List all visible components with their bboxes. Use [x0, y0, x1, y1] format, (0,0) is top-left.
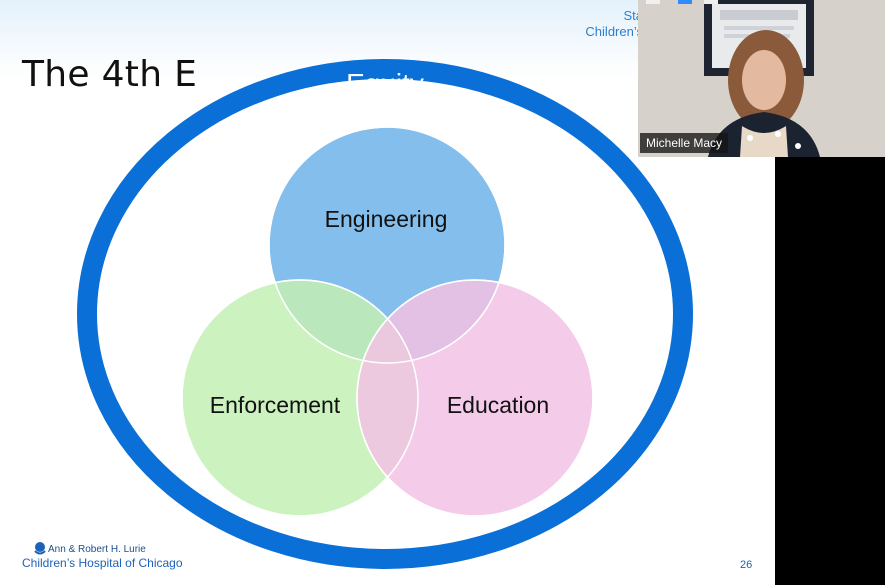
header-brand-line2: Children’s [585, 24, 643, 39]
enforcement-label: Enforcement [210, 392, 341, 418]
education-label: Education [447, 392, 549, 418]
hospital-logo: Ann & Robert H. Lurie Children’s Hospita… [22, 542, 183, 570]
empty-video-area [775, 157, 885, 585]
venn-circles [181, 126, 594, 517]
equity-ring [77, 59, 693, 569]
equity-label: Equity [346, 68, 424, 99]
slide-page-number: 26 [740, 559, 753, 571]
slide-title: The 4th E [22, 54, 198, 95]
logo-line1: Ann & Robert H. Lurie [48, 544, 146, 555]
participant-video-tile[interactable]: Michelle Macy [638, 0, 885, 157]
participant-name-label: Michelle Macy [640, 133, 729, 153]
engineering-label: Engineering [325, 206, 448, 232]
logo-line2: Children’s Hospital of Chicago [22, 556, 183, 570]
equity-venn-diagram: Equity Engineering Enforcement Education [77, 59, 693, 569]
participant-video-feed [638, 0, 885, 157]
hospital-logo-icon [34, 542, 46, 555]
